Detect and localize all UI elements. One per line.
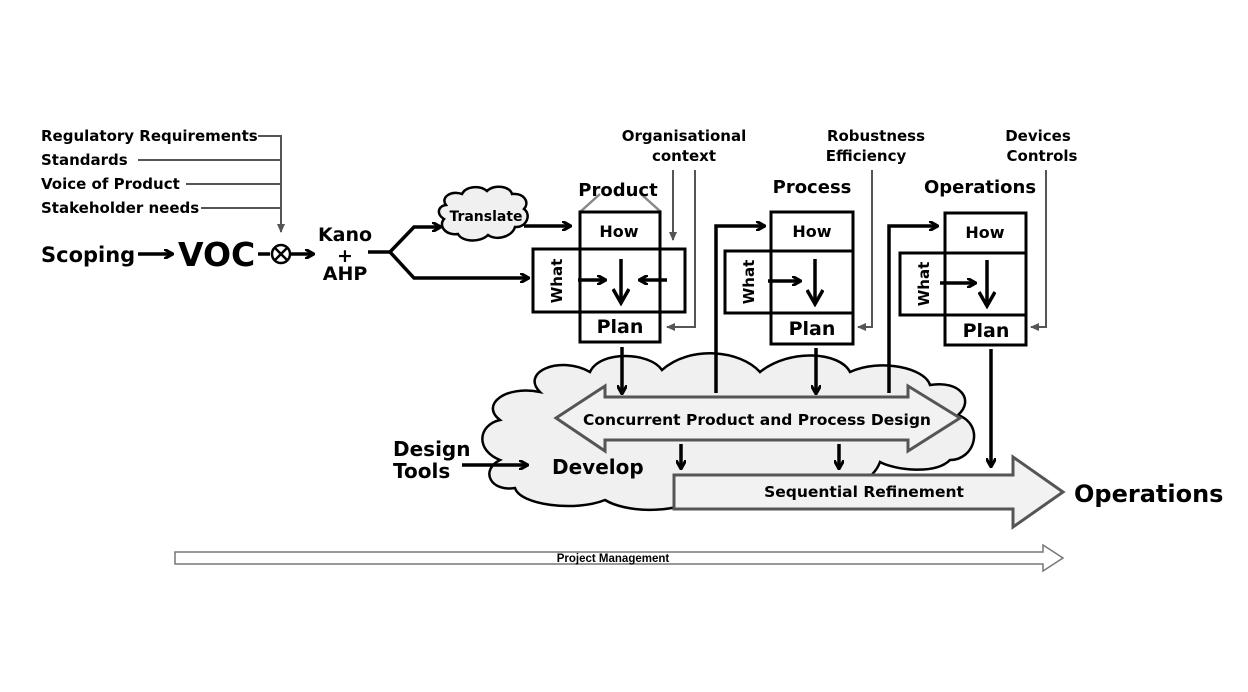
house-title: Process <box>773 177 852 198</box>
input-label: Standards <box>41 151 128 169</box>
what-label: What <box>915 262 933 307</box>
branch-arrow-what <box>388 250 528 278</box>
context-line <box>1030 170 1047 331</box>
how-label: How <box>792 222 831 241</box>
concurrent-design-label: Concurrent Product and Process Design <box>583 411 931 429</box>
translate-cloud: Translate <box>437 185 529 242</box>
design-tools-label: Design <box>393 437 470 461</box>
context-line <box>857 170 873 331</box>
context-label: Efficiency <box>826 147 907 165</box>
plus-label: + <box>337 245 353 267</box>
context-label: Controls <box>1007 147 1078 165</box>
sequential-refinement-label: Sequential Refinement <box>764 483 964 501</box>
plan-label: Plan <box>963 320 1010 342</box>
plan-label: Plan <box>789 318 836 340</box>
branch-arrow-translate <box>368 227 440 254</box>
house-product: Product How What Plan <box>531 180 687 344</box>
scoping-label: Scoping <box>41 243 135 267</box>
how-label: How <box>599 222 638 241</box>
develop-label: Develop <box>552 455 644 479</box>
context-line <box>666 170 696 331</box>
design-tools-label: Tools <box>393 459 450 483</box>
kano-label: Kano <box>318 224 372 246</box>
summing-junction-icon <box>270 243 292 265</box>
house-roof <box>579 193 662 213</box>
ahp-label: AHP <box>323 263 368 285</box>
inputs-bus-line <box>258 135 285 233</box>
house-title: Product <box>578 180 658 201</box>
develop-to-operations-arrow <box>887 226 937 393</box>
context-label: Organisational <box>622 127 746 145</box>
context-label: Devices <box>1005 127 1071 145</box>
project-management-arrow <box>174 543 1065 573</box>
operations-output-label: Operations <box>1074 480 1223 508</box>
how-label: How <box>965 223 1004 242</box>
plan-label: Plan <box>597 316 644 338</box>
what-label: What <box>740 260 758 305</box>
what-label: What <box>548 259 566 304</box>
house-process: Process How What Plan <box>723 177 855 346</box>
inputs-group: Regulatory Requirements Standards Voice … <box>41 127 285 233</box>
concurrent-design-arrow <box>553 383 963 454</box>
context-label: Robustness <box>827 127 925 145</box>
house-operations: Operations How What Plan <box>898 177 1036 347</box>
input-label: Voice of Product <box>41 175 180 193</box>
translate-label: Translate <box>449 209 522 225</box>
input-label: Regulatory Requirements <box>41 127 258 145</box>
house-title: Operations <box>924 177 1036 198</box>
context-label: context <box>652 147 716 165</box>
input-label: Stakeholder needs <box>41 199 199 217</box>
house-column <box>769 210 855 346</box>
develop-to-process-arrow <box>714 226 764 393</box>
sequential-refinement-arrow <box>672 454 1066 530</box>
voc-label: VOC <box>178 235 255 274</box>
project-management-label: Project Management <box>557 553 670 565</box>
